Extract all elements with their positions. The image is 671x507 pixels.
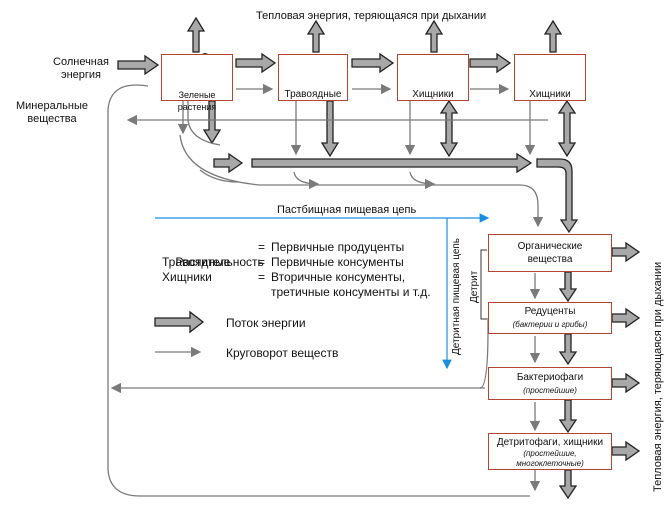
mineral-substances-label: Минеральные вещества [2,100,102,126]
sun-energy-line-1: Солнечная [53,56,109,68]
legend-term-2: Травоядные [162,255,231,269]
plants-box: Зеленые растения [161,54,233,112]
sun-energy-line-2: энергия [60,69,102,81]
sun-energy-label: Солнечная энергия [48,56,114,82]
mineral-line-2: вещества [27,113,77,125]
legend-def-3: Вторичные консументы, [271,270,406,284]
predators-label-1: Хищники [412,89,454,100]
reducers-box: Редуценты (бактерии и грибы) [488,302,612,334]
organic-label-2: вещества [527,254,573,265]
detritophages-label: Детритофаги, хищники [496,437,604,448]
detritophages-sub-2: многоклеточные) [516,459,584,468]
legend-row-1: Растительность [162,240,264,285]
legend-eq-1: = [258,240,266,254]
organic-label-1: Органические [517,241,583,252]
bacteriophages-sub-label: (простейшие) [523,386,577,395]
bacteriophages-label: Бактериофаги [516,372,584,383]
reducers-sub-label: (бактерии и грибы) [512,320,588,329]
legend-def-1: Первичные продуценты [271,240,405,254]
energy-flow-arrows [117,16,641,500]
predators-box-2: Хищники [514,54,586,101]
legend-matter-cycle: Круговорот веществ [226,346,339,360]
right-heat-label: Тепловая энергия, теряющаяся при дыхании [652,261,664,492]
herbivores-box: Травоядные [278,54,348,101]
detritus-label: Детрит [469,270,480,303]
herbivores-label: Травоядные [284,89,342,100]
organic-matter-box: Органические вещества [488,234,612,272]
detrital-chain-label: Детритная пищевая цепь [451,237,462,355]
legend-energy-flow: Поток энергии [226,316,306,330]
bacteriophages-box: Бактериофаги (простейшие) [488,367,612,400]
legend-eq-2: = [258,255,266,269]
legend-def-2: Первичные консументы [271,255,404,269]
predators-box-1: Хищники [397,54,469,101]
plants-label: Зеленые растения [177,90,217,112]
detritophages-sub-1: (простейшие, [523,449,577,458]
legend-term-3: Хищники [162,270,212,284]
mineral-line-1: Минеральные [16,100,88,112]
pasture-chain-label: Пастбищная пищевая цепь [277,204,417,216]
matter-cycle-arrows [107,83,548,497]
top-heat-label: Тепловая энергия, теряющаяся при дыхании [256,10,487,22]
legend-term-1: Растительность [175,255,264,269]
legend-eq-3: = [258,270,266,284]
detritophages-box: Детритофаги, хищники (простейшие, многок… [488,433,612,470]
reducers-label: Редуценты [524,306,576,317]
detritus-bracket [480,249,487,320]
chain-axis-arrows [155,213,490,370]
legend-def-4: третичные консументы и т.д. [271,285,431,299]
predators-label-2: Хищники [529,89,571,100]
